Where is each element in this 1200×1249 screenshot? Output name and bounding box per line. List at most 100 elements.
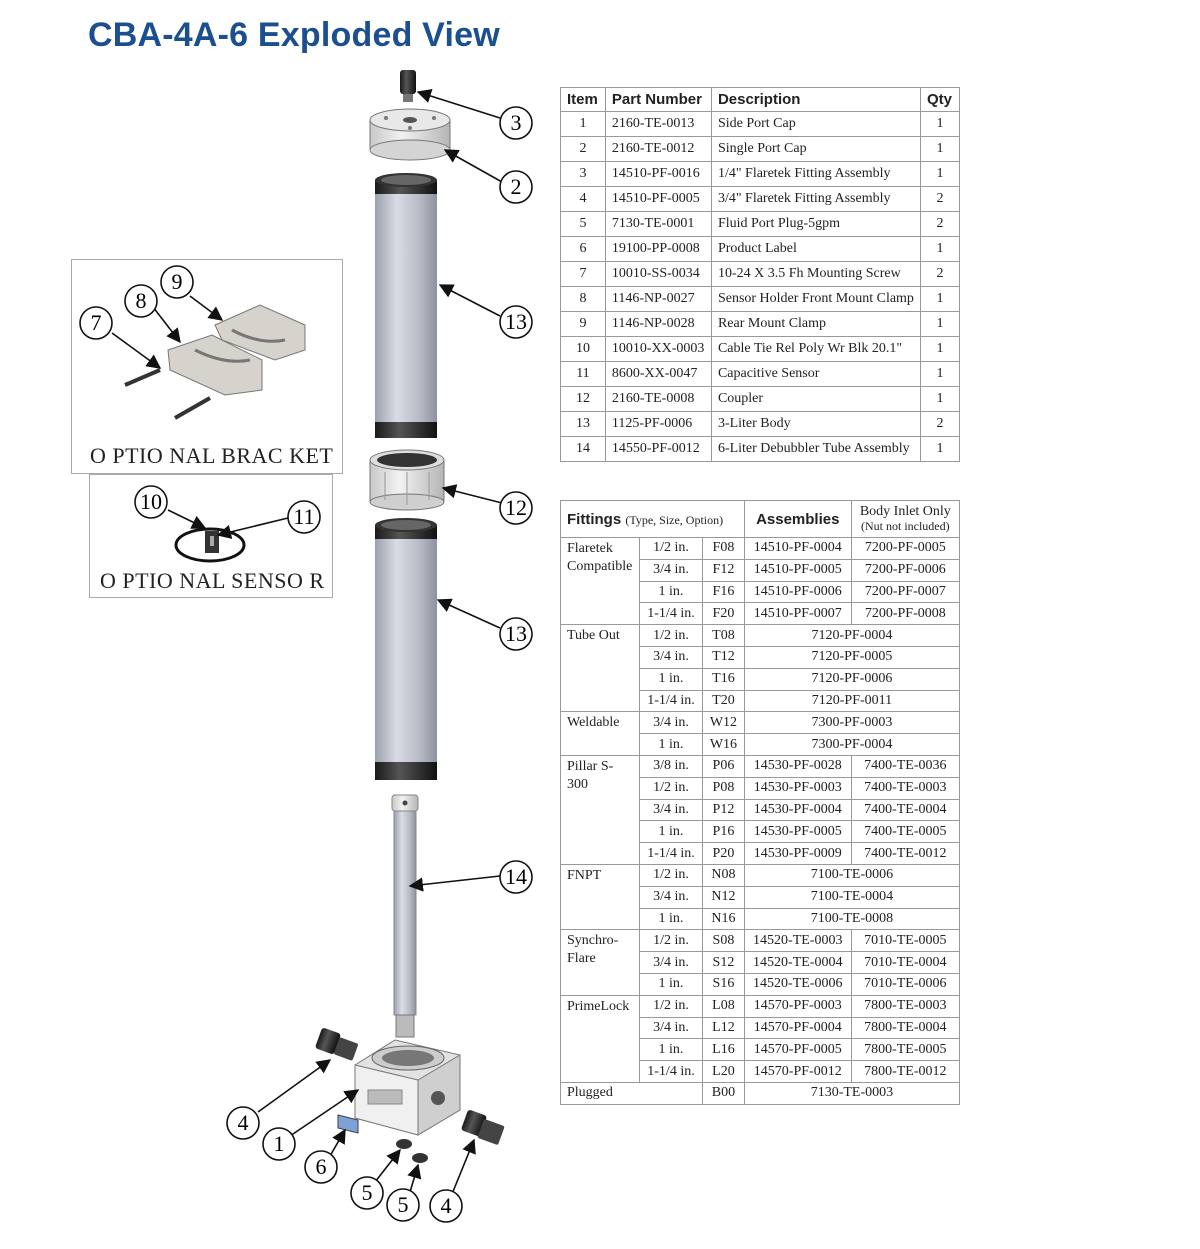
parts-cell-qty: 2 [919, 411, 961, 437]
fitting-assembly: 14570-PF-0004 [743, 1016, 852, 1040]
parts-cell-item: 2 [560, 136, 606, 162]
fitting-size: 1 in. [639, 580, 703, 604]
parts-cell-qty: 1 [919, 111, 961, 137]
fitting-size: 3/4 in. [639, 645, 703, 669]
leader-lines [111, 89, 503, 1195]
fitting-option: F08 [701, 537, 745, 560]
callout-number: 13 [505, 621, 527, 646]
side-fitting-left [315, 1028, 358, 1061]
upper-3-liter-body [375, 173, 437, 438]
parts-cell-part-number: 14550-PF-0012 [604, 436, 712, 462]
fitting-size: 1 in. [639, 1038, 703, 1062]
fitting-size: 3/4 in. [639, 798, 703, 822]
parts-cell-part-number: 14510-PF-0016 [604, 161, 712, 187]
fitting-size: 1 in. [639, 972, 703, 996]
fitting-option: P12 [701, 798, 745, 822]
parts-cell-item: 8 [560, 286, 606, 312]
callout-3: 3 [499, 106, 533, 140]
parts-cell-description: Capacitive Sensor [710, 361, 921, 387]
callout-number: 4 [441, 1193, 452, 1218]
fitting-assembly: 7120-PF-0011 [743, 689, 961, 713]
callout-number: 4 [238, 1110, 249, 1135]
callout-number: 7 [91, 310, 102, 335]
product-label [337, 1114, 359, 1134]
parts-header-qty: Qty [919, 87, 961, 112]
fitting-size: 1 in. [639, 907, 703, 931]
callout-number: 8 [136, 288, 147, 313]
lower-3-liter-body [375, 518, 437, 780]
side-fitting-right [461, 1110, 505, 1145]
fitting-assembly: 14510-PF-0005 [743, 558, 852, 582]
fitting-assembly: 14570-PF-0012 [743, 1060, 852, 1083]
fitting-type: Flaretek Compatible [560, 536, 640, 626]
fitting-option: S12 [701, 951, 745, 974]
fitting-body-inlet: 7400-TE-0005 [850, 820, 961, 844]
fitting-size: 1-1/4 in. [639, 602, 703, 626]
fitting-assembly: 14510-PF-0006 [743, 580, 852, 604]
fitting-body-inlet: 7400-TE-0004 [850, 798, 961, 822]
fitting-assembly: 14520-TE-0006 [743, 972, 852, 996]
fitting-assembly: 7100-TE-0008 [743, 907, 961, 931]
fitting-option: W12 [701, 711, 745, 735]
callout-1: 1 [262, 1127, 296, 1161]
callout-13: 13 [499, 617, 533, 651]
parts-cell-description: Fluid Port Plug-5gpm [710, 211, 921, 237]
fitting-type: Pillar S-300 [560, 754, 640, 865]
parts-cell-item: 1 [560, 111, 606, 137]
callout-7: 7 [79, 306, 113, 340]
fitting-size: 1-1/4 in. [639, 842, 703, 865]
parts-header-part-number: Part Number [604, 87, 712, 112]
callout-5: 5 [350, 1176, 384, 1210]
fitting-assembly: 14510-PF-0007 [743, 602, 852, 626]
parts-cell-part-number: 19100-PP-0008 [604, 236, 712, 262]
fitting-assembly: 14510-PF-0004 [743, 537, 852, 560]
parts-cell-part-number: 10010-XX-0003 [604, 336, 712, 362]
fitting-assembly: 7300-PF-0003 [743, 711, 961, 735]
parts-cell-item: 14 [560, 436, 606, 462]
parts-cell-description: Cable Tie Rel Poly Wr Blk 20.1" [710, 336, 921, 362]
parts-cell-item: 4 [560, 186, 606, 212]
bracket-parts [124, 304, 306, 420]
fitting-assembly: 7130-TE-0003 [743, 1081, 961, 1105]
callout-number: 11 [293, 504, 314, 529]
fitting-option: P20 [701, 842, 745, 865]
fitting-size: 1/2 in. [639, 994, 703, 1018]
fitting-option: P06 [701, 754, 745, 778]
fitting-type: FNPT [560, 863, 640, 931]
callout-number: 10 [140, 489, 162, 514]
callout-number: 12 [505, 495, 527, 520]
parts-cell-description: Side Port Cap [710, 111, 921, 137]
fitting-body-inlet: 7200-PF-0007 [850, 580, 961, 604]
parts-cell-qty: 2 [919, 186, 961, 212]
fitting-option: F12 [701, 558, 745, 582]
fitting-assembly: 14520-TE-0004 [743, 951, 852, 974]
top-flaretek-fitting [400, 70, 416, 102]
fitting-body-inlet: 7010-TE-0005 [850, 929, 961, 953]
fitting-assembly: 14530-PF-0009 [743, 842, 852, 865]
page-title: CBA-4A-6 Exploded View [88, 16, 500, 54]
fitting-body-inlet: 7800-TE-0003 [850, 994, 961, 1018]
fitting-assembly: 14570-PF-0005 [743, 1038, 852, 1062]
fittings-table: Fittings (Type, Size, Option) Assemblies… [560, 500, 961, 1105]
fitting-option: L20 [701, 1060, 745, 1083]
optional-sensor-label: O PTIO NAL SENSO R [100, 568, 325, 593]
parts-cell-item: 12 [560, 386, 606, 412]
fitting-size: 3/4 in. [639, 558, 703, 582]
callout-9: 9 [160, 265, 194, 299]
fitting-body-inlet: 7800-TE-0004 [850, 1016, 961, 1040]
parts-cell-item: 9 [560, 311, 606, 337]
parts-cell-qty: 2 [919, 261, 961, 287]
parts-cell-description: Single Port Cap [710, 136, 921, 162]
fitting-assembly: 7120-PF-0004 [743, 624, 961, 647]
